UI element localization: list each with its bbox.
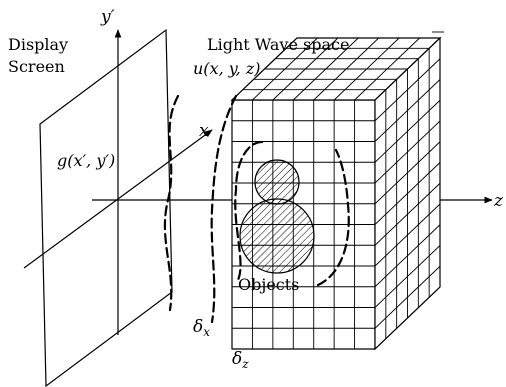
x-axis: [23, 129, 213, 269]
object-sphere-large: [239, 198, 315, 274]
u-field-label: u(x, y, z): [193, 59, 261, 78]
y-prime-axis-label: y′: [100, 7, 115, 27]
delta-x-label: δx: [193, 317, 210, 339]
wavefront-2: [210, 94, 238, 324]
light-wave-space-label: Light Wave space: [207, 35, 349, 54]
g-field-label: g(x′, y′): [57, 151, 115, 170]
display-label: Display: [8, 35, 68, 54]
delta-z-label: δz: [232, 349, 249, 371]
z-axis-label: z: [493, 191, 504, 211]
object-sphere-small: [254, 159, 300, 205]
objects-label: Objects: [238, 275, 299, 294]
x-axis-label: x: [199, 121, 209, 141]
wavefront-objects-boundary: [234, 140, 350, 287]
wavefront-1: [163, 94, 180, 312]
screen-label: Screen: [8, 57, 65, 76]
